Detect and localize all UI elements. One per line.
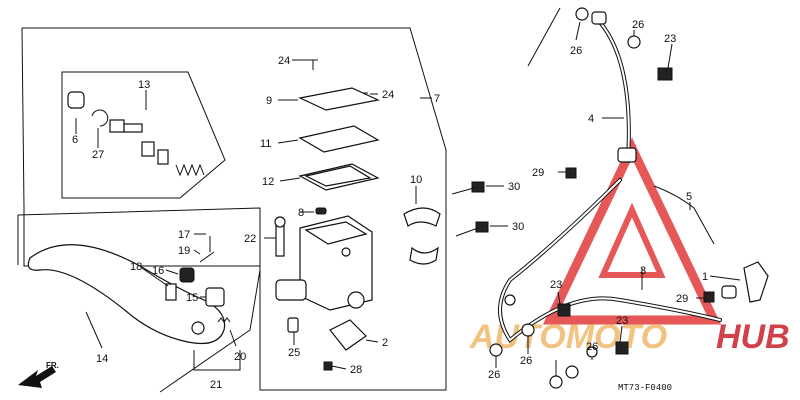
master-cylinder-frame — [21, 27, 447, 391]
callout-23a: 23 — [664, 33, 676, 45]
front-direction-arrow: FR. — [18, 361, 59, 388]
callout-30b: 30 — [512, 221, 524, 233]
callout-10: 10 — [410, 174, 422, 186]
callout-23c: 23 — [616, 315, 628, 327]
callout-28: 28 — [350, 364, 362, 376]
screw-24a — [308, 59, 318, 70]
callout-26e: 26 — [586, 341, 598, 353]
washer-26e — [549, 375, 563, 389]
callout-25: 25 — [288, 347, 300, 359]
callout-24a: 24 — [278, 55, 290, 67]
callout-15: 15 — [186, 292, 198, 304]
callout-16: 16 — [152, 265, 164, 277]
watermark: AUTOMOTO HUB — [469, 137, 790, 356]
callout-21: 21 — [210, 379, 222, 391]
callout-7: 7 — [434, 93, 440, 105]
callout-4: 4 — [588, 113, 594, 125]
hose-fittings — [451, 7, 769, 389]
reservoir-cap — [298, 87, 380, 111]
screw-28 — [323, 361, 333, 371]
diagram-code: MT73-F0400 — [618, 383, 672, 393]
bolt-30b — [475, 221, 489, 233]
callouts: 13 6 27 24 24 9 7 11 12 10 8 22 17 19 18… — [72, 19, 708, 393]
callout-26d: 26 — [520, 355, 532, 367]
bolt-23a — [657, 67, 673, 81]
watermark-triangle — [542, 137, 722, 325]
spring-20 — [217, 317, 231, 323]
callout-2: 2 — [382, 337, 388, 349]
callout-12: 12 — [262, 176, 274, 188]
pivot-collar-16 — [179, 267, 195, 283]
washer-26c — [489, 343, 503, 357]
callout-11: 11 — [260, 138, 271, 150]
brake-lever — [27, 236, 231, 345]
snap-ring — [91, 109, 109, 127]
callout-29a: 29 — [532, 167, 544, 179]
dust-boot — [67, 91, 85, 109]
callout-22: 22 — [244, 233, 256, 245]
callout-13: 13 — [138, 79, 150, 91]
bolt-29b — [703, 291, 715, 303]
pin-18 — [165, 283, 177, 301]
upper-brake-hose — [591, 11, 637, 163]
reservoir-parts — [298, 59, 380, 215]
callout-29b: 29 — [676, 293, 688, 305]
washer-26d — [521, 323, 535, 337]
callout-18: 18 — [130, 261, 142, 273]
lever-frame — [17, 207, 261, 393]
callout-23b: 23 — [550, 279, 562, 291]
bolt-23b — [557, 303, 571, 317]
callout-24b: 24 — [382, 89, 394, 101]
callout-17: 17 — [178, 229, 190, 241]
bolt-29a — [565, 167, 577, 179]
washer-26b — [627, 35, 641, 49]
callout-26b: 26 — [632, 19, 644, 31]
callout-8: 8 — [298, 207, 304, 219]
piston — [109, 119, 125, 133]
callout-14: 14 — [96, 353, 108, 365]
joint-1 — [743, 261, 769, 303]
lower-brake-hose — [498, 178, 722, 343]
piston-spring — [175, 163, 205, 177]
callout-9: 9 — [266, 95, 272, 107]
callout-26c: 26 — [488, 369, 500, 381]
callout-1: 1 — [702, 271, 708, 283]
callout-26a: 26 — [570, 45, 582, 57]
callout-30a: 30 — [508, 181, 520, 193]
callout-20: 20 — [234, 351, 246, 363]
adjuster-15 — [205, 287, 225, 307]
callout-3: 3 — [640, 265, 646, 277]
piston-kit-frame — [61, 71, 226, 199]
holder — [403, 207, 441, 265]
washer-26a — [575, 7, 589, 21]
callout-19: 19 — [178, 245, 190, 257]
float-8 — [315, 207, 327, 215]
callout-27: 27 — [92, 149, 104, 161]
stop-switch — [287, 317, 367, 371]
brake-pipe — [653, 185, 715, 245]
direction-label: FR. — [46, 361, 59, 370]
watermark-text-hub: HUB — [716, 318, 790, 356]
leader-lines — [75, 21, 741, 376]
callout-5: 5 — [686, 191, 692, 203]
cap-25 — [287, 317, 299, 333]
bolt-23c — [615, 341, 629, 355]
cap-plate — [298, 125, 380, 153]
screw-19 — [199, 251, 215, 263]
bolt-30a — [471, 181, 485, 193]
callout-6: 6 — [72, 134, 78, 146]
piston-kit — [67, 91, 205, 177]
master-cylinder-body — [274, 215, 373, 311]
